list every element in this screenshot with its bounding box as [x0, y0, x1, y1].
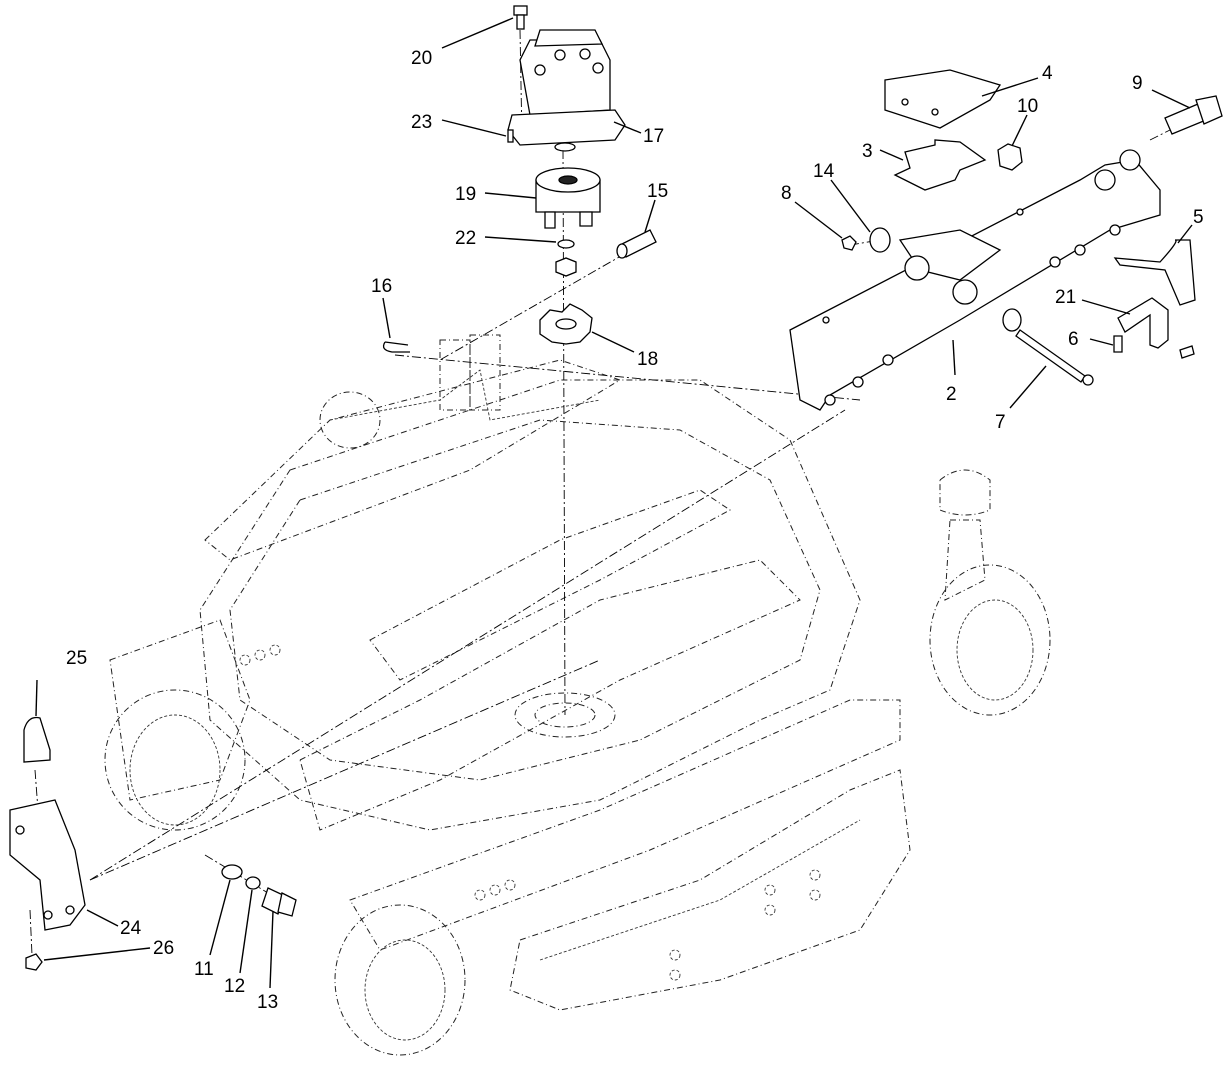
- part-13-bolt: [261, 887, 297, 917]
- callout-12: 12: [224, 976, 245, 997]
- part-17-hydraulic-motor: [507, 29, 626, 152]
- callout-18: 18: [637, 349, 658, 370]
- callout-labels: 20 23 17 19 22 15 16 18 4 9 10 3 14 8 5 …: [66, 48, 1204, 1013]
- part-11-washer: [221, 864, 243, 880]
- callout-24: 24: [120, 918, 142, 939]
- callout-26: 26: [153, 938, 174, 959]
- callout-10: 10: [1017, 96, 1038, 117]
- alignment-lines: [29, 29, 1211, 956]
- callout-14: 14: [813, 161, 835, 182]
- callout-4: 4: [1042, 63, 1053, 84]
- part-25-bumper: [23, 716, 51, 763]
- callout-11: 11: [194, 959, 214, 980]
- part-16-hairpin: [382, 341, 410, 353]
- part-20-bolt: [513, 5, 528, 30]
- part-12-lock-washer: [245, 876, 261, 890]
- part-3-cross-plate: [893, 139, 987, 191]
- callout-2: 2: [946, 384, 957, 405]
- callout-7: 7: [995, 412, 1006, 433]
- part-14-ring-lower: [1002, 308, 1022, 332]
- part-8-nut: [841, 235, 857, 251]
- part-10-nut: [997, 143, 1023, 171]
- part-14-ring-upper: [869, 227, 891, 253]
- part-7-rod: [1015, 329, 1094, 386]
- callout-16: 16: [371, 276, 392, 297]
- part-24-bracket: [9, 799, 86, 931]
- callout-22: 22: [455, 228, 476, 249]
- part-18-spider-insert: [539, 303, 593, 345]
- callout-8: 8: [781, 183, 792, 204]
- part-9-bolt: [1164, 95, 1223, 135]
- part-23-key: [507, 129, 514, 143]
- part-19-coupler: [535, 167, 601, 229]
- callout-21: 21: [1055, 287, 1076, 308]
- part-2-lift-arm: [789, 149, 1161, 411]
- callout-6: 6: [1068, 329, 1079, 350]
- callout-13: 13: [257, 992, 278, 1013]
- part-21-bracket: [1117, 297, 1169, 349]
- part-15-pin: [616, 229, 657, 259]
- mower-deck-phantom: [104, 334, 1051, 1056]
- callout-23: 23: [411, 112, 432, 133]
- callout-9: 9: [1132, 73, 1143, 94]
- callout-20: 20: [411, 48, 432, 69]
- callout-17: 17: [643, 126, 664, 147]
- callout-5: 5: [1193, 207, 1204, 228]
- callout-3: 3: [862, 141, 873, 162]
- part-5-handle: [1113, 239, 1196, 306]
- part-6-screw-2: [1179, 345, 1195, 359]
- part-4-plate: [884, 69, 1002, 129]
- leader-lines: [35, 17, 1193, 989]
- part-22-retaining-ring: [557, 239, 575, 249]
- callout-25: 25: [66, 648, 87, 669]
- callout-15: 15: [647, 181, 668, 202]
- part-6-screw: [1113, 335, 1123, 353]
- callout-19: 19: [455, 184, 476, 205]
- part-26-nut: [25, 953, 43, 971]
- coupler-nut: [555, 257, 577, 277]
